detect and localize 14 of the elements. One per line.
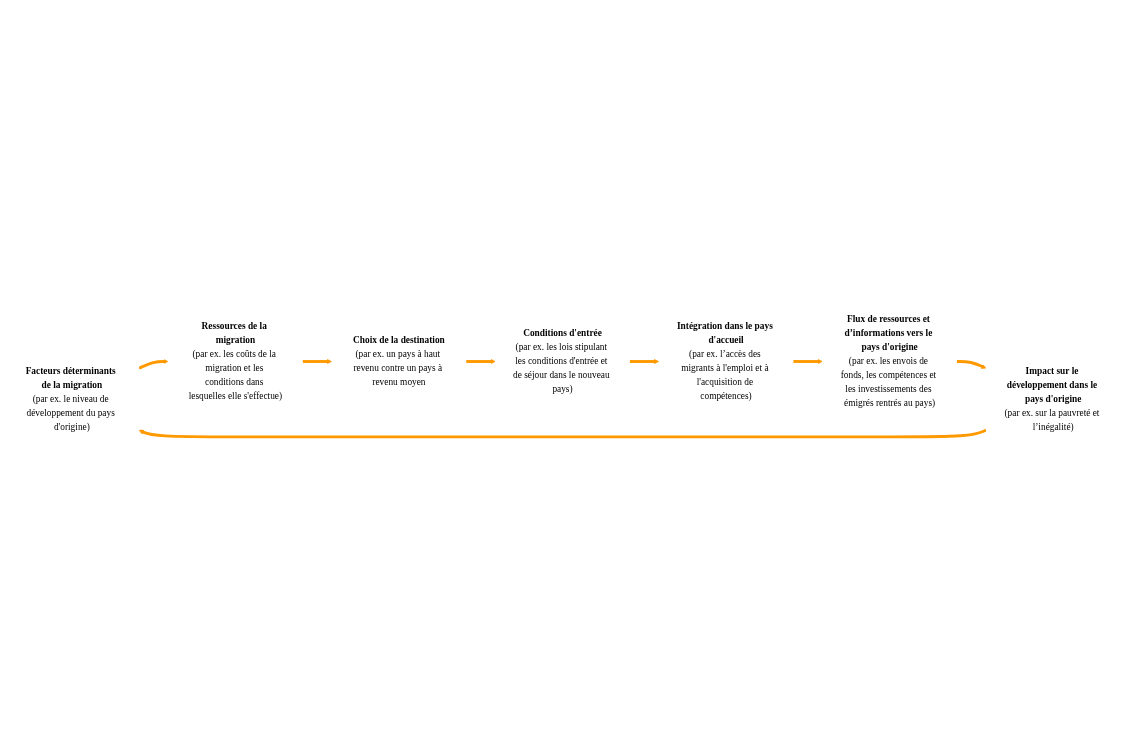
arrow (302, 359, 332, 365)
arrow (956, 360, 987, 369)
node-text: Choix de la destination (par ex. un pays à haut revenu contre un pays à revenu moyen (353, 335, 445, 388)
arrow (466, 359, 496, 365)
arrow (629, 359, 660, 365)
node-text: Flux de ressources et d’informations vers le pays d'origine (par ex. les envois de fonds, les compétences et les investissements des émigrés rentrés au pays) (840, 314, 937, 409)
arrow (138, 359, 169, 370)
node-text: Impact sur le développement dans le pays d'origine (par ex. sur la pauvreté et l’inégalité) (1004, 366, 1100, 433)
node-text: Intégration dans le pays d'accueil (par ex. l’accès des migrants à l'emploi et à l'acquisition de compétences) (676, 321, 773, 402)
node-text: Facteurs déterminants de la migration (par ex. le niveau de développement du pays d'origine) (25, 366, 116, 433)
node-text: Conditions d'entrée (par ex. les lois stipulant les conditions d'entrée et de séjour dans le nouveau pays) (513, 328, 610, 395)
arrow (138, 428, 987, 439)
node-text: Ressources de la migration (par ex. les coûts de la migration et les conditions dans lesquelles elle s'effectue) (188, 321, 283, 402)
arrow (793, 359, 823, 365)
